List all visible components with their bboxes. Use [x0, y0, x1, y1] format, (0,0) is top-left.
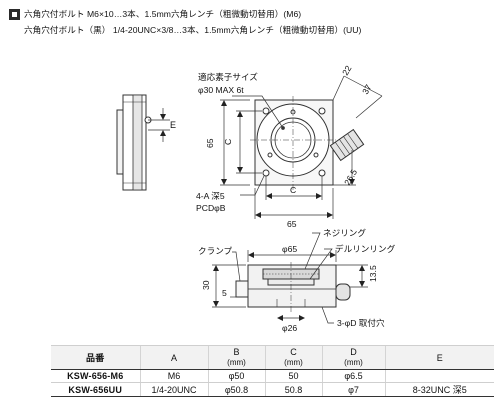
clamp-icon: [235, 280, 249, 298]
header-model: 品番: [51, 345, 140, 370]
cell-model: KSW-656-M6: [51, 369, 140, 383]
dim-phi65: φ65: [282, 244, 297, 254]
adjuster-knob: [329, 128, 365, 162]
label-mount-hole: 3-φD 取付穴: [337, 317, 385, 328]
front-view: [250, 96, 365, 190]
header-b: B (mm): [207, 345, 265, 370]
technical-drawing: E: [116, 64, 396, 333]
dim-37: 37: [360, 83, 374, 96]
mount-hole-icon: [262, 107, 270, 115]
label-clamp: クランプ: [198, 246, 233, 256]
cell-c: 50: [264, 369, 322, 383]
label-sensor-spec: φ30 MAX 6t: [198, 85, 244, 95]
dim-65-vertical: 65: [205, 138, 215, 148]
header-c: C (mm): [264, 345, 322, 370]
header-c-unit: (mm): [284, 358, 303, 367]
note-text: 六角穴付ボルト M6×10…3本、1.5mm六角レンチ（粗微動切替用）(M6): [24, 9, 302, 19]
drawing-canvas: E: [116, 64, 396, 333]
label-nejiring: ネジリング: [323, 227, 366, 238]
accessory-notes: 六角穴付ボルト M6×10…3本、1.5mm六角レンチ（粗微動切替用）(M6) …: [9, 7, 494, 39]
dim-c-vertical: C: [223, 139, 233, 145]
side-view: [116, 94, 170, 191]
header-e: E: [384, 345, 494, 370]
header-a: A: [139, 345, 208, 370]
cell-c: 50.8: [264, 382, 322, 397]
cell-model: KSW-656UU: [51, 382, 140, 397]
header-d-label: D: [350, 347, 357, 357]
note-row-uu: 六角穴付ボルト（黒） 1/4-20UNC×3/8…3本、1.5mm六角レンチ（粗…: [9, 23, 494, 37]
cell-a: 1/4-20UNC: [139, 382, 208, 397]
bottom-dimensions: [212, 232, 368, 324]
label-hole: 4-A 深5: [196, 191, 225, 201]
cell-b: φ50.8: [207, 382, 265, 397]
dim-22: 22: [340, 64, 354, 77]
cell-e: 8-32UNC 深5: [384, 382, 494, 397]
label-e: E: [170, 120, 176, 130]
header-b-unit: (mm): [227, 358, 246, 367]
mount-hole-icon: [262, 169, 270, 177]
cell-d: φ6.5: [321, 369, 385, 383]
side-knob-icon: [335, 283, 351, 301]
table-header-row: 品番 A B (mm) C (mm) D (mm) E: [51, 345, 494, 370]
dim-phi26: φ26: [282, 323, 297, 333]
table-row: KSW-656-M6 M6 φ50 50 φ6.5: [51, 369, 494, 383]
table-row: KSW-656UU 1/4-20UNC φ50.8 50.8 φ7 8-32UN…: [51, 382, 494, 397]
header-b-label: B: [233, 347, 240, 357]
dim-65-horizontal: 65: [287, 219, 297, 229]
side-flange: [116, 109, 124, 175]
header-d-unit: (mm): [344, 358, 363, 367]
dim-c-horizontal: C: [290, 185, 296, 195]
cell-d: φ7: [321, 382, 385, 397]
mount-hole-icon: [318, 107, 326, 115]
spec-table: 品番 A B (mm) C (mm) D (mm) E KSW-656-M6 M…: [51, 345, 494, 397]
dim-26-5: 26.5: [342, 167, 359, 187]
cell-e: [384, 369, 494, 383]
header-c-label: C: [290, 347, 297, 357]
note-text: 六角穴付ボルト（黒） 1/4-20UNC×3/8…3本、1.5mm六角レンチ（粗…: [24, 25, 362, 35]
mount-hole-icon: [318, 169, 326, 177]
label-pcd: PCDφB: [196, 203, 226, 213]
dim-13-5: 13.5: [368, 265, 378, 282]
label-sensor-size: 適応素子サイズ: [198, 71, 258, 82]
dim-5: 5: [222, 288, 227, 298]
front-dimensions: [220, 75, 383, 219]
label-delrin: デルリンリング: [335, 243, 396, 254]
cell-b: φ50: [207, 369, 265, 383]
note-row-m6: 六角穴付ボルト M6×10…3本、1.5mm六角レンチ（粗微動切替用）(M6): [9, 7, 494, 21]
header-d: D (mm): [321, 345, 385, 370]
checkbox-icon: [9, 8, 20, 20]
bottom-view: [235, 262, 351, 312]
dim-30: 30: [201, 280, 211, 290]
cell-a: M6: [139, 369, 208, 383]
